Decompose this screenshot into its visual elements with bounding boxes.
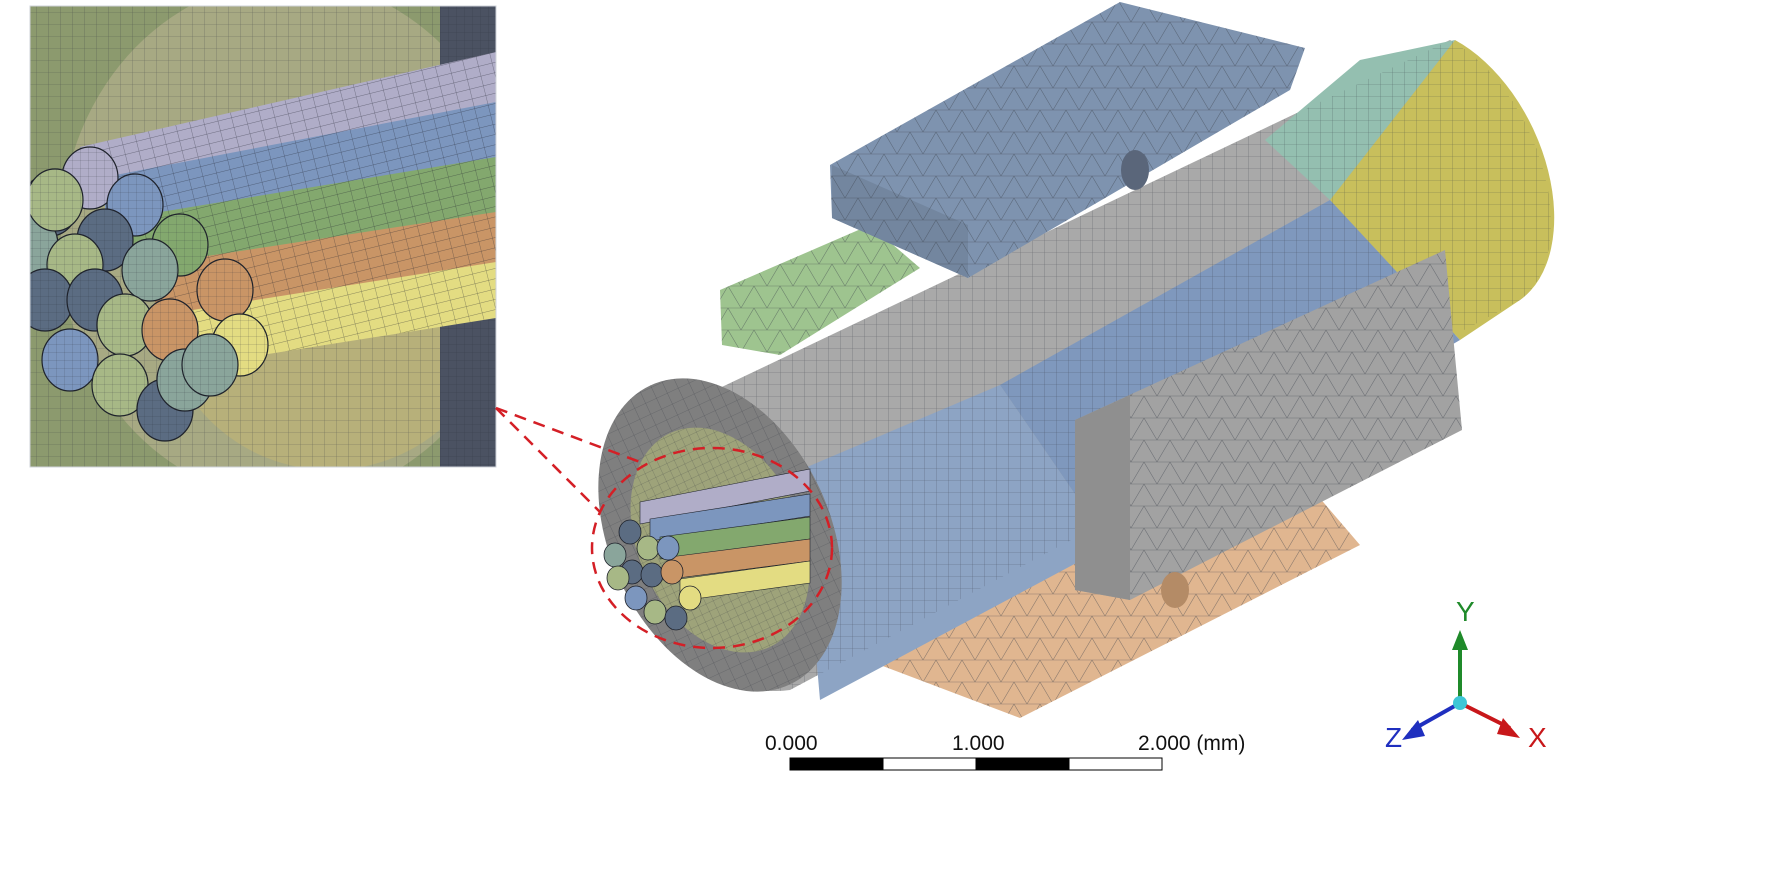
callout-line-top <box>495 406 641 464</box>
strand-cap <box>618 519 642 545</box>
strand-cap <box>640 562 664 588</box>
triad-z-label: Z <box>1385 722 1403 753</box>
axis-triad <box>1402 630 1520 740</box>
callout-ellipse <box>590 446 834 650</box>
strand-cap <box>624 585 648 611</box>
scale-label-1: 1.000 <box>952 732 1005 755</box>
triad-x-label: X <box>1528 722 1547 753</box>
strand <box>649 493 811 542</box>
scale-bar <box>789 757 1163 771</box>
strand-cap <box>603 542 627 568</box>
triad-origin <box>1453 696 1467 710</box>
strand-cap <box>678 585 702 611</box>
zoom-callout <box>495 406 834 650</box>
strand-cap <box>643 599 667 625</box>
zoom-inset <box>30 6 496 467</box>
zoom-inset-border <box>29 5 497 468</box>
strand-cap <box>664 605 688 631</box>
callout-line-bottom <box>495 407 601 513</box>
strand-cap <box>660 559 684 585</box>
cable-assembly-model <box>598 2 1555 718</box>
strand-cap <box>656 535 680 561</box>
strand-cap <box>606 565 630 591</box>
triad-y-label: Y <box>1456 596 1475 627</box>
scale-label-2: 2.000 (mm) <box>1138 732 1246 755</box>
strand-cap <box>636 535 660 561</box>
scale-label-0: 0.000 <box>765 732 818 755</box>
